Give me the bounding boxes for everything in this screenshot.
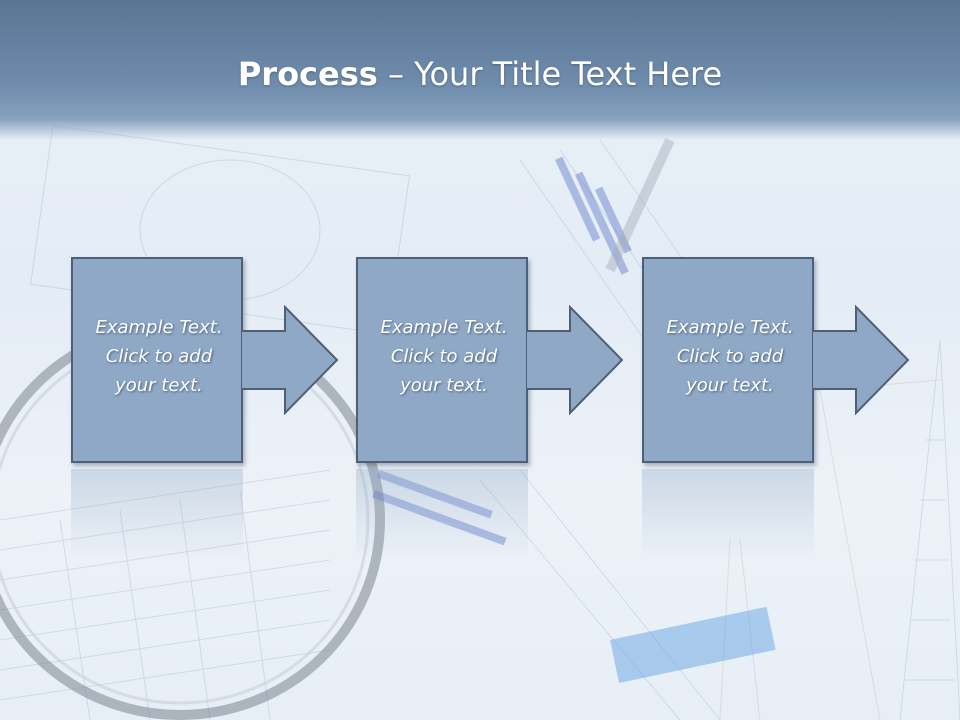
title-band <box>0 0 960 140</box>
title-rest: – Your Title Text Here <box>377 55 723 93</box>
right-arrow-icon <box>241 305 339 415</box>
step-reflection <box>71 469 243 559</box>
step-box[interactable]: Example Text. Click to add your text. <box>642 257 814 463</box>
slide-title[interactable]: Process – Your Title Text Here <box>0 52 960 96</box>
title-bold: Process <box>237 55 378 93</box>
step-box[interactable]: Example Text. Click to add your text. <box>356 257 528 463</box>
step-text[interactable]: Example Text. Click to add your text. <box>95 317 223 396</box>
step-text[interactable]: Example Text. Click to add your text. <box>380 317 508 396</box>
right-arrow-icon <box>812 305 910 415</box>
step-reflection <box>642 469 814 559</box>
step-text[interactable]: Example Text. Click to add your text. <box>666 317 794 396</box>
step-reflection <box>356 469 528 559</box>
right-arrow-icon <box>526 305 624 415</box>
step-box[interactable]: Example Text. Click to add your text. <box>71 257 243 463</box>
